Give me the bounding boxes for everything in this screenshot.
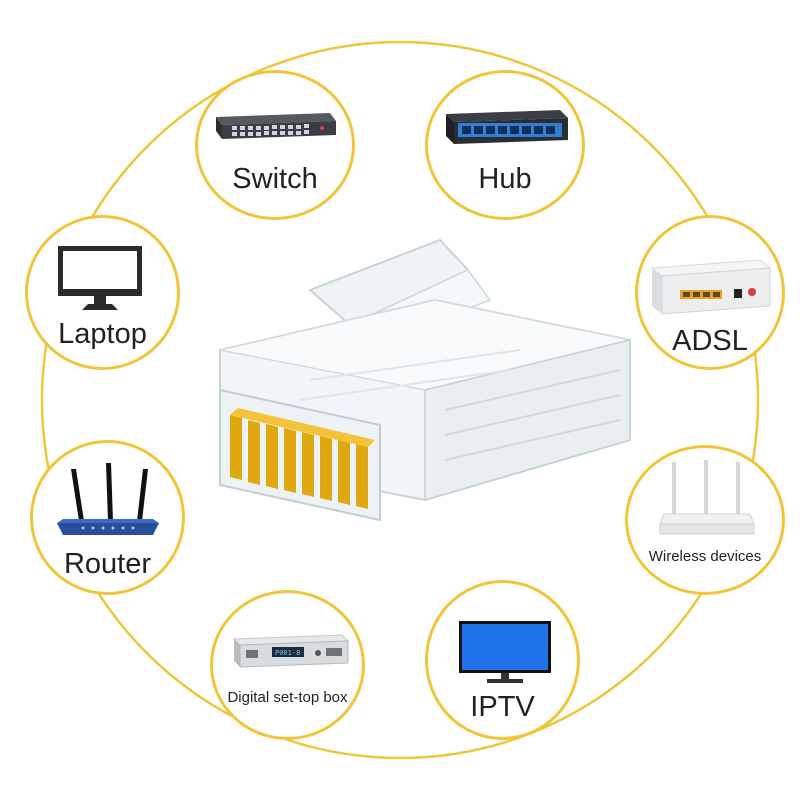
device-label: Digital set-top box <box>227 689 348 706</box>
device-label: ADSL <box>672 325 748 357</box>
device-label: Hub <box>478 163 532 195</box>
monitor-icon <box>58 246 142 310</box>
gold-pins <box>230 408 375 509</box>
set-top-box-icon: P001-8 <box>232 634 350 668</box>
hub-icon <box>446 110 568 144</box>
device-label: Laptop <box>58 318 147 350</box>
device-node-set-top-box: P001-8 Digital set-top box <box>210 590 365 740</box>
device-node-router: Router <box>30 440 185 595</box>
device-label: Switch <box>232 163 318 195</box>
device-label: Wireless devices <box>648 548 762 565</box>
device-node-adsl: ADSL <box>635 215 785 370</box>
router-icon <box>57 463 159 535</box>
device-node-wireless-devices: Wireless devices <box>625 445 785 595</box>
tv-icon <box>459 621 551 683</box>
set-top-box-display: P001-8 <box>275 649 300 657</box>
wireless-router-icon <box>659 460 755 535</box>
switch-icon <box>216 113 336 139</box>
adsl-modem-icon <box>650 259 772 315</box>
device-label: IPTV <box>470 691 535 723</box>
device-node-hub: Hub <box>425 70 585 220</box>
device-node-iptv: IPTV <box>425 580 580 740</box>
rj45-connector-icon <box>219 238 631 522</box>
device-node-switch: Switch <box>195 70 355 220</box>
device-label: Router <box>63 548 152 580</box>
device-node-laptop: Laptop <box>25 215 180 370</box>
